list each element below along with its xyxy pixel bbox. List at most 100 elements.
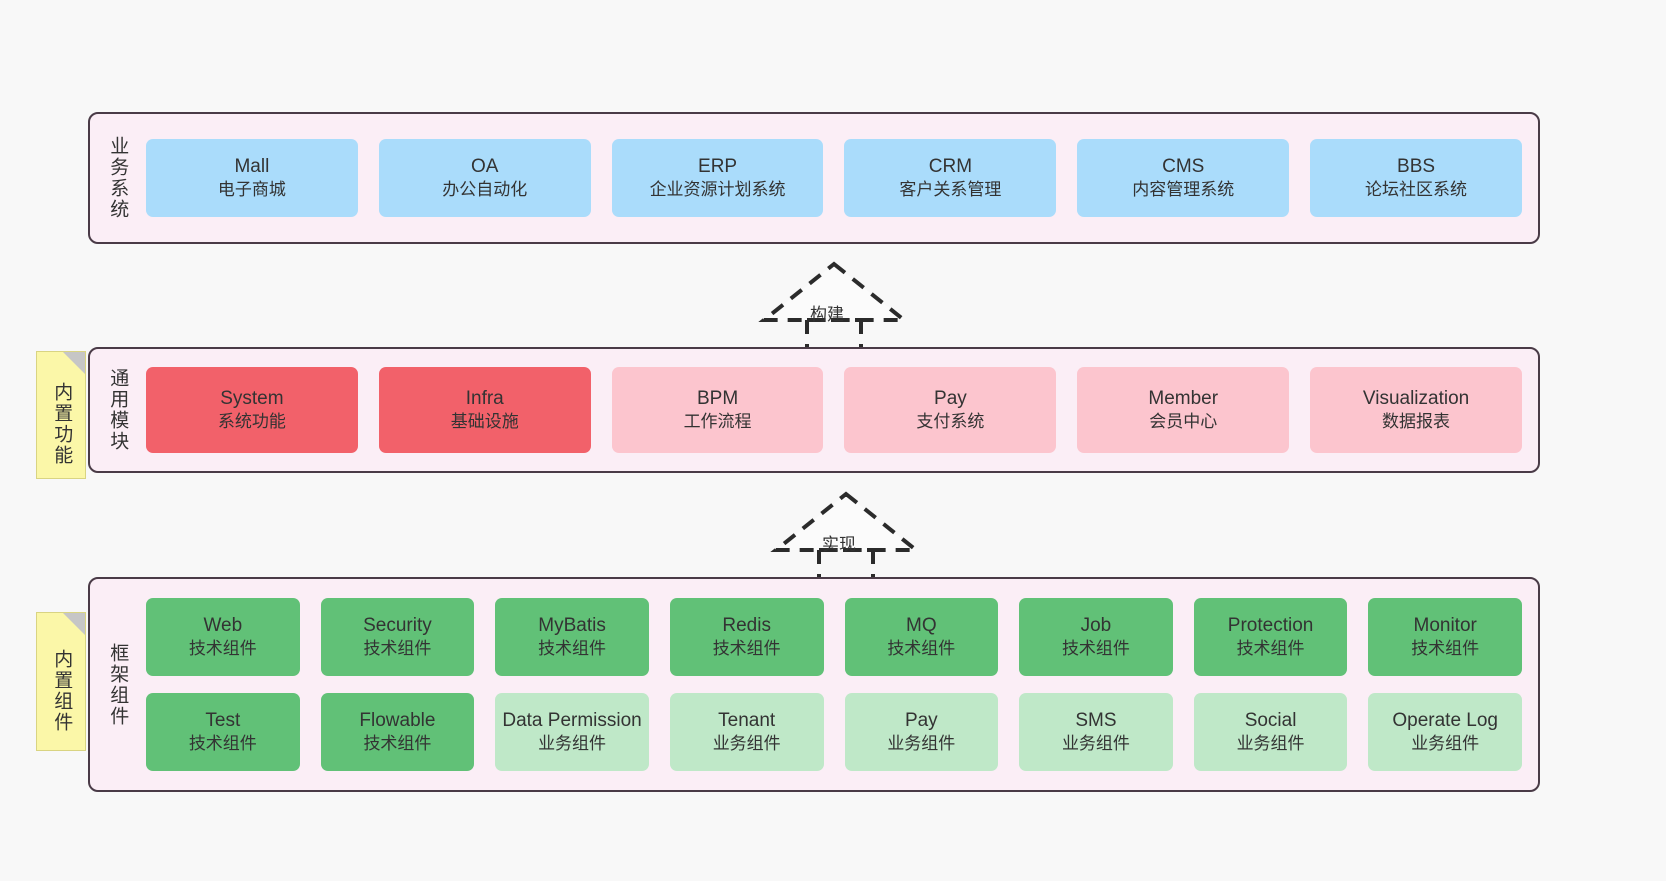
framework-row-technical: Web 技术组件 Security 技术组件 MyBatis 技术组件 Redi… [146, 598, 1522, 676]
card-operate-log[interactable]: Operate Log 业务组件 [1368, 693, 1522, 771]
sticky-note-builtin-component: 内置组件 [36, 612, 86, 751]
card-protection-en: Protection [1227, 614, 1314, 636]
card-security[interactable]: Security 技术组件 [320, 598, 475, 676]
card-system[interactable]: System 系统功能 [146, 367, 358, 453]
sticky-note-builtin-function: 内置功能 [36, 351, 86, 479]
card-job-en: Job [1080, 614, 1112, 636]
connector-implement: 实现 [770, 488, 922, 580]
card-cms-en: CMS [1162, 155, 1205, 177]
card-job-cn: 技术组件 [1061, 639, 1130, 659]
note-fold-corner-icon [63, 352, 85, 374]
card-bpm[interactable]: BPM 工作流程 [611, 367, 824, 453]
card-social-en: Social [1244, 709, 1297, 731]
card-flowable[interactable]: Flowable 技术组件 [320, 693, 475, 771]
card-job[interactable]: Job 技术组件 [1019, 598, 1173, 676]
layer-business-system-title: 业务系统 [107, 136, 129, 220]
card-web-cn: 技术组件 [188, 639, 257, 659]
card-member[interactable]: Member 会员中心 [1077, 367, 1290, 453]
card-pay-component-cn: 业务组件 [887, 734, 956, 754]
card-monitor-en: Monitor [1413, 614, 1477, 636]
card-tenant[interactable]: Tenant 业务组件 [669, 693, 824, 771]
card-pay-module[interactable]: Pay 支付系统 [844, 367, 1057, 453]
card-system-cn: 系统功能 [217, 412, 286, 432]
card-bbs-en: BBS [1397, 155, 1436, 177]
card-member-cn: 会员中心 [1149, 412, 1218, 432]
card-oa[interactable]: OA 办公自动化 [378, 139, 591, 217]
card-mq-en: MQ [906, 614, 937, 636]
card-data-permission-cn: 业务组件 [538, 734, 607, 754]
card-pay-module-en: Pay [934, 387, 967, 409]
card-oa-cn: 办公自动化 [442, 180, 528, 200]
layer-business-system: 业务系统 Mall 电子商城 OA 办公自动化 ERP 企业资源计划系统 CRM [88, 112, 1540, 244]
business-card-row: Mall 电子商城 OA 办公自动化 ERP 企业资源计划系统 CRM 客户关系… [146, 139, 1522, 217]
card-sms-en: SMS [1075, 709, 1117, 731]
card-mq[interactable]: MQ 技术组件 [844, 598, 999, 676]
card-crm-cn: 客户关系管理 [899, 180, 1002, 200]
layer-common-modules-body: System 系统功能 Infra 基础设施 BPM 工作流程 Pay 支付系统… [136, 349, 1538, 471]
card-infra-en: Infra [465, 387, 504, 409]
card-cms-cn: 内容管理系统 [1132, 180, 1235, 200]
connector-build-label: 构建 [810, 305, 844, 324]
card-data-permission-en: Data Permission [502, 709, 642, 731]
layer-common-modules: 通用模块 System 系统功能 Infra 基础设施 BPM 工作流程 Pay [88, 347, 1540, 473]
connector-build: 构建 [758, 258, 910, 350]
card-redis[interactable]: Redis 技术组件 [669, 598, 824, 676]
card-mall-cn: 电子商城 [217, 180, 286, 200]
card-monitor[interactable]: Monitor 技术组件 [1368, 598, 1522, 676]
card-flowable-cn: 技术组件 [363, 734, 432, 754]
card-bbs[interactable]: BBS 论坛社区系统 [1310, 139, 1522, 217]
card-mq-cn: 技术组件 [887, 639, 956, 659]
card-security-en: Security [363, 614, 432, 636]
card-system-en: System [220, 387, 284, 409]
card-pay-component[interactable]: Pay 业务组件 [844, 693, 999, 771]
card-pay-component-en: Pay [904, 709, 938, 731]
connector-build-arrow-icon [758, 261, 910, 350]
layer-business-system-body: Mall 电子商城 OA 办公自动化 ERP 企业资源计划系统 CRM 客户关系… [136, 114, 1538, 242]
card-cms[interactable]: CMS 内容管理系统 [1077, 139, 1290, 217]
card-crm[interactable]: CRM 客户关系管理 [844, 139, 1057, 217]
card-erp[interactable]: ERP 企业资源计划系统 [611, 139, 824, 217]
card-protection[interactable]: Protection 技术组件 [1193, 598, 1348, 676]
card-operate-log-cn: 业务组件 [1411, 734, 1480, 754]
card-sms-cn: 业务组件 [1061, 734, 1130, 754]
card-oa-en: OA [471, 155, 499, 177]
framework-row-business: Test 技术组件 Flowable 技术组件 Data Permission … [146, 693, 1522, 771]
card-tenant-en: Tenant [718, 709, 776, 731]
card-security-cn: 技术组件 [363, 639, 432, 659]
card-test-cn: 技术组件 [188, 734, 257, 754]
card-bpm-cn: 工作流程 [683, 412, 752, 432]
card-sms[interactable]: SMS 业务组件 [1019, 693, 1173, 771]
card-mall-en: Mall [234, 155, 270, 177]
layer-common-modules-title: 通用模块 [107, 368, 129, 452]
card-redis-en: Redis [722, 614, 771, 636]
card-social-cn: 业务组件 [1236, 734, 1305, 754]
sticky-note-builtin-component-label: 内置组件 [51, 648, 73, 733]
card-bbs-cn: 论坛社区系统 [1365, 180, 1468, 200]
card-visualization[interactable]: Visualization 数据报表 [1310, 367, 1522, 453]
layer-framework-components: 框架组件 Web 技术组件 Security 技术组件 MyBatis 技术组件… [88, 577, 1540, 792]
card-protection-cn: 技术组件 [1236, 639, 1305, 659]
card-test-en: Test [205, 709, 241, 731]
card-social[interactable]: Social 业务组件 [1193, 693, 1348, 771]
card-redis-cn: 技术组件 [712, 639, 781, 659]
card-visualization-en: Visualization [1362, 387, 1470, 409]
card-mybatis[interactable]: MyBatis 技术组件 [495, 598, 649, 676]
card-monitor-cn: 技术组件 [1411, 639, 1480, 659]
connector-implement-arrow-icon [770, 491, 922, 580]
card-erp-en: ERP [698, 155, 738, 177]
card-infra-cn: 基础设施 [450, 412, 519, 432]
card-test[interactable]: Test 技术组件 [146, 693, 300, 771]
card-tenant-cn: 业务组件 [712, 734, 781, 754]
layer-framework-components-body: Web 技术组件 Security 技术组件 MyBatis 技术组件 Redi… [136, 579, 1538, 790]
card-infra[interactable]: Infra 基础设施 [378, 367, 591, 453]
card-mall[interactable]: Mall 电子商城 [146, 139, 358, 217]
card-pay-module-cn: 支付系统 [916, 412, 985, 432]
connector-implement-label: 实现 [822, 535, 856, 554]
card-crm-en: CRM [928, 155, 973, 177]
card-member-en: Member [1148, 387, 1219, 409]
card-mybatis-en: MyBatis [538, 614, 606, 636]
card-web[interactable]: Web 技术组件 [146, 598, 300, 676]
card-data-permission[interactable]: Data Permission 业务组件 [495, 693, 649, 771]
card-erp-cn: 企业资源计划系统 [649, 180, 786, 200]
